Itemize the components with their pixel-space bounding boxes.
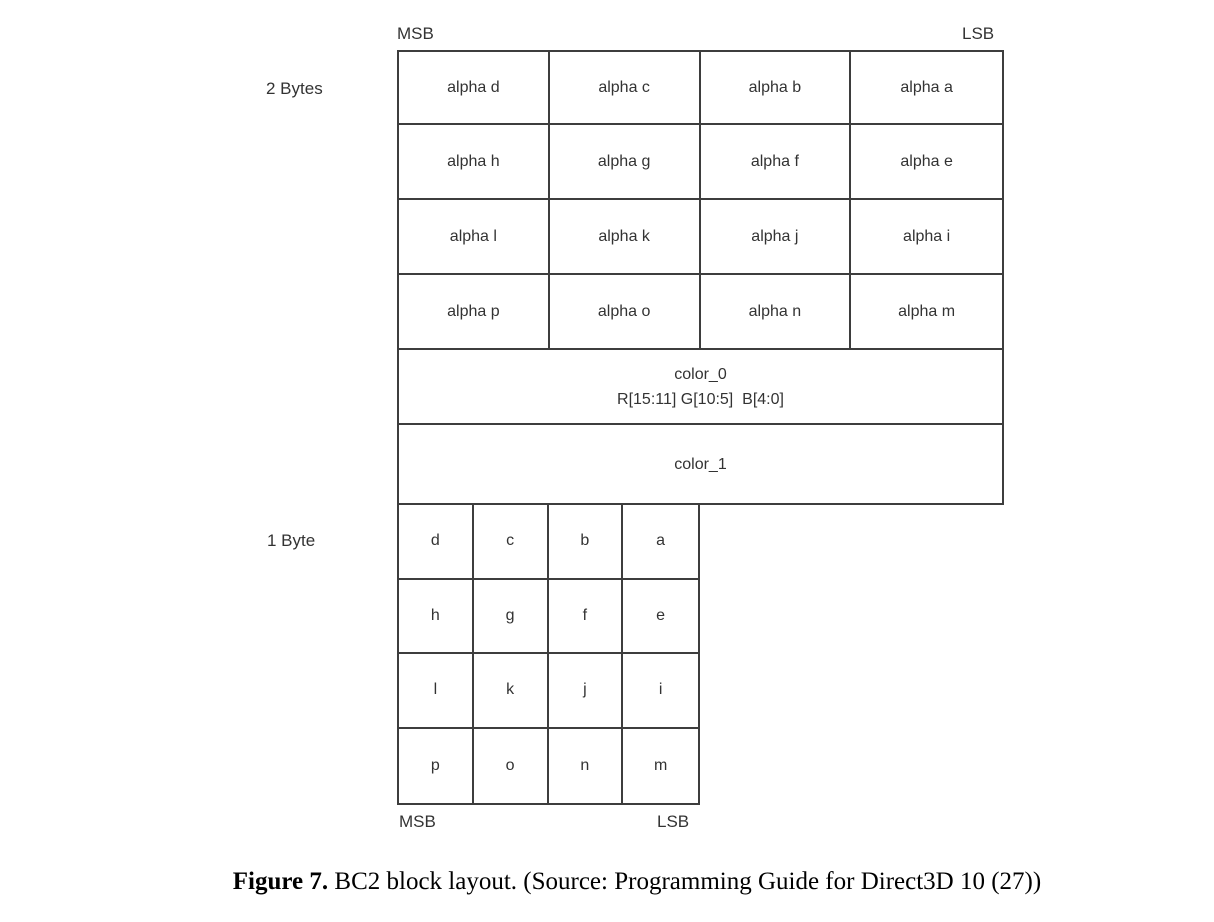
alpha-cell: alpha i: [851, 200, 1002, 275]
alpha-cell: alpha d: [399, 52, 550, 125]
index-cell: p: [399, 728, 474, 803]
index-cell: j: [548, 654, 624, 729]
index-cell: h: [399, 579, 474, 654]
label-lsb-bottom: LSB: [657, 812, 690, 831]
color-0-bit-fields: R[15:11] G[10:5] B[4:0]: [617, 390, 784, 408]
alpha-cell: alpha n: [700, 275, 852, 350]
color-1-row: color_1: [399, 425, 1002, 503]
alpha-cell: alpha k: [549, 200, 701, 275]
figure-caption-label: Figure 7.: [232, 868, 329, 895]
index-cell: l: [399, 654, 474, 729]
alpha-cell: alpha e: [851, 125, 1002, 200]
index-cell: e: [623, 580, 698, 654]
label-2-bytes: 2 Bytes: [266, 79, 323, 98]
alpha-cell: alpha h: [399, 125, 550, 200]
alpha-cell: alpha c: [549, 52, 701, 125]
index-cell: f: [548, 579, 624, 654]
index-cell: m: [653, 756, 668, 774]
index-cell: a: [623, 505, 698, 580]
color-0-row: color_0 R[15:11] G[10:5] B[4:0]: [399, 350, 1002, 425]
alpha-cell: alpha m: [851, 275, 1002, 350]
color-1-title: color_1: [674, 455, 727, 473]
index-cell: g: [473, 579, 549, 654]
one-byte-block-grid: d c b a h g f e l k j i p o n m: [397, 503, 700, 805]
alpha-cell: alpha o: [549, 275, 701, 350]
alpha-cell: alpha l: [399, 200, 550, 275]
index-cell: i: [623, 654, 698, 729]
alpha-cell: alpha g: [549, 125, 701, 200]
figure-caption: Figure 7. BC2 block layout. (Source: Pro…: [60, 868, 1214, 896]
index-cell: c: [473, 505, 549, 580]
alpha-cell: alpha f: [700, 125, 852, 200]
two-byte-block-grid: alpha d alpha c alpha b alpha a alpha h …: [397, 50, 1004, 505]
label-msb-bottom: MSB: [399, 812, 436, 831]
alpha-cell: alpha j: [700, 200, 852, 275]
index-cell: n: [549, 728, 624, 803]
index-cell: o: [474, 728, 549, 803]
alpha-cell: alpha p: [399, 275, 550, 350]
color-0-title: color_0: [674, 365, 727, 383]
label-lsb-top: LSB: [962, 24, 995, 43]
label-1-byte: 1 Byte: [267, 531, 316, 550]
index-cell: b: [548, 505, 624, 580]
alpha-cell: alpha a: [851, 52, 1002, 125]
figure-caption-text: BC2 block layout. (Source: Programming G…: [328, 868, 1042, 895]
index-cell: k: [473, 654, 549, 729]
index-cell: d: [399, 505, 474, 580]
label-msb-top: MSB: [397, 24, 434, 43]
alpha-cell: alpha b: [700, 52, 852, 125]
